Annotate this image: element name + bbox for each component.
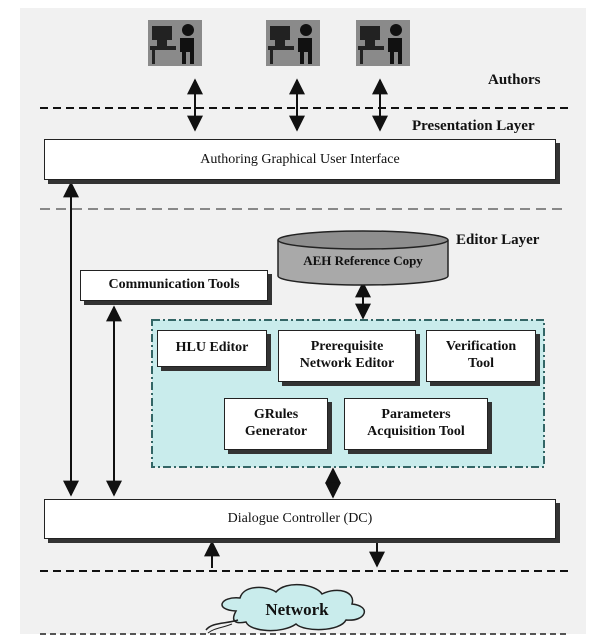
network-cloud-tail: [205, 619, 239, 631]
communication-tools-label: Communication Tools: [108, 277, 240, 293]
parameters-acquisition-tool-box: Parameters Acquisition Tool: [344, 398, 488, 450]
grules-generator-line2: Generator: [244, 424, 308, 439]
prerequisite-editor-line1: Prerequisite: [310, 339, 384, 355]
grules-generator-box: GRules Generator: [224, 398, 328, 450]
network-cloud: [221, 583, 365, 632]
author-icon: [148, 20, 202, 66]
network-label: Network: [265, 600, 329, 619]
parameters-tool-line2: Acquisition Tool: [367, 424, 465, 439]
dialogue-controller-box: Dialogue Controller (DC): [44, 499, 556, 539]
hlu-editor-box: HLU Editor: [157, 330, 267, 367]
editor-layer-label: Editor Layer: [456, 232, 540, 248]
parameters-tool-line1: Parameters: [381, 407, 451, 423]
hlu-editor-label: HLU Editor: [175, 340, 249, 356]
authors-layer-label: Authors: [488, 72, 541, 88]
author-icon: [266, 20, 320, 66]
communication-tools-box: Communication Tools: [80, 270, 268, 301]
prerequisite-editor-box: Prerequisite Network Editor: [278, 330, 416, 382]
dialogue-controller-label: Dialogue Controller (DC): [227, 511, 373, 526]
author-icon: [356, 20, 410, 66]
verification-tool-line1: Verification: [445, 339, 517, 355]
presentation-layer-label: Presentation Layer: [412, 118, 535, 134]
grules-generator-line1: GRules: [253, 407, 299, 423]
authoring-gui-box: Authoring Graphical User Interface: [44, 139, 556, 180]
authoring-gui-label: Authoring Graphical User Interface: [200, 151, 400, 167]
prerequisite-editor-line2: Network Editor: [299, 356, 395, 371]
aeh-reference-copy-label: AEH Reference Copy: [303, 253, 423, 268]
verification-tool-box: Verification Tool: [426, 330, 536, 382]
database-cylinder: [277, 230, 449, 286]
verification-tool-line2: Tool: [468, 356, 494, 371]
